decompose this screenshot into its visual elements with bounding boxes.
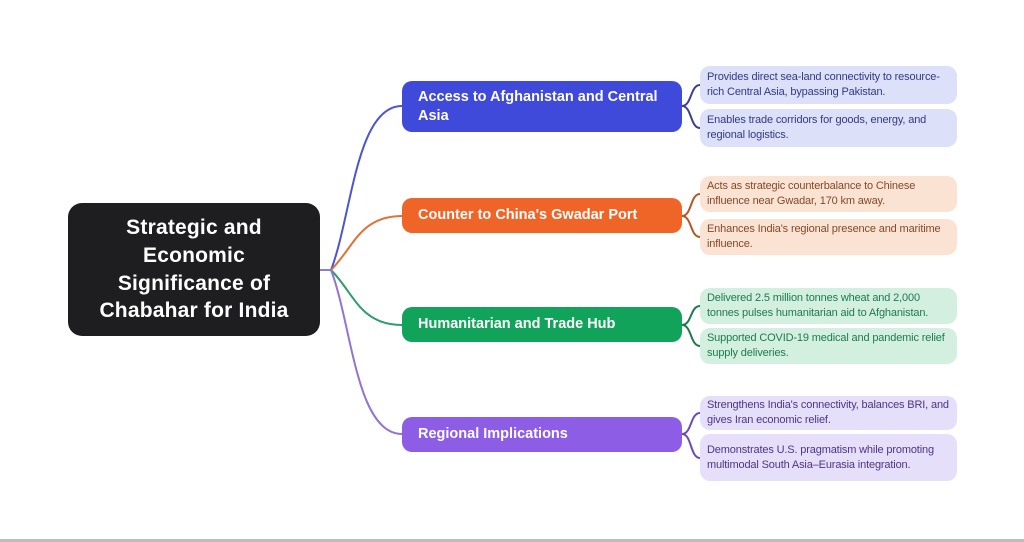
branch-label: Humanitarian and Trade Hub [418,316,616,333]
leaf-text: Delivered 2.5 million tonnes wheat and 2… [707,292,929,319]
branch-connector-access [330,105,403,271]
leaf-node[interactable]: Enables trade corridors for goods, energ… [700,109,957,147]
leaf-node[interactable]: Provides direct sea-land connectivity to… [700,66,957,104]
branch-node-access[interactable]: Access to Afghanistan and Central Asia [402,81,682,132]
branch-node-regional[interactable]: Regional Implications [402,417,682,452]
branch-node-humanitarian[interactable]: Humanitarian and Trade Hub [402,307,682,342]
leaf-node[interactable]: Strengthens India's connectivity, balanc… [700,396,957,430]
leaf-node[interactable]: Delivered 2.5 million tonnes wheat and 2… [700,288,957,324]
leaf-connector [681,305,701,326]
leaf-node[interactable]: Supported COVID-19 medical and pandemic … [700,328,957,364]
leaf-connector [681,215,701,238]
branch-label: Counter to China's Gwadar Port [418,207,638,224]
branch-connector-regional [330,269,403,435]
leaf-text: Provides direct sea-land connectivity to… [707,71,940,98]
branch-connector-humanitarian [330,269,403,326]
branch-connector-counter [330,215,403,271]
leaf-node[interactable]: Enhances India's regional presence and m… [700,219,957,255]
leaf-connector [681,193,701,217]
branch-label: Access to Afghanistan and Central Asia [418,89,658,124]
screenshot-bottom-edge [0,539,1024,542]
leaf-text: Strengthens India's connectivity, balanc… [707,399,949,426]
leaf-connector [681,105,701,129]
leaf-text: Demonstrates U.S. pragmatism while promo… [707,443,934,471]
leaf-text: Acts as strategic counterbalance to Chin… [707,180,916,207]
leaf-connector [681,433,701,459]
branch-label: Regional Implications [418,426,568,443]
leaf-text: Enables trade corridors for goods, energ… [707,114,927,141]
leaf-text: Supported COVID-19 medical and pandemic … [707,332,945,359]
central-topic-label: Strategic and Economic Significance of C… [99,216,289,323]
leaf-connector [681,324,701,347]
leaf-node[interactable]: Acts as strategic counterbalance to Chin… [700,176,957,212]
leaf-node[interactable]: Demonstrates U.S. pragmatism while promo… [700,434,957,481]
leaf-connector [681,412,701,435]
central-topic-node[interactable]: Strategic and Economic Significance of C… [68,203,320,336]
leaf-text: Enhances India's regional presence and m… [707,223,941,250]
branch-node-counter-gwadar[interactable]: Counter to China's Gwadar Port [402,198,682,233]
leaf-connector [681,84,701,107]
